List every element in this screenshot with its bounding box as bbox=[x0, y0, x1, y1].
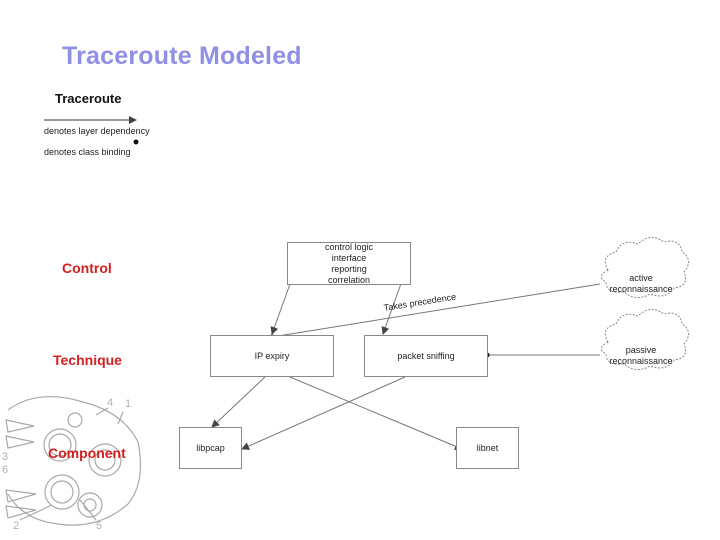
libnet-label: libnet bbox=[476, 442, 499, 453]
legend-binding-dot bbox=[133, 139, 139, 145]
ip-expiry-label: IP expiry bbox=[254, 350, 290, 361]
libnet-box: libnet bbox=[456, 427, 519, 469]
edge-packet-sniffing-to-libpcap bbox=[241, 376, 406, 450]
legend-title: Traceroute bbox=[55, 91, 122, 106]
active-line-2: reconnaissance bbox=[609, 284, 673, 294]
legend-binding-label: denotes class binding bbox=[44, 147, 131, 157]
layer-label-control: Control bbox=[62, 260, 112, 276]
edge-control-to-ip-expiry bbox=[270, 283, 291, 335]
gear-number-2: 2 bbox=[13, 520, 20, 532]
active-reconnaissance-label: active reconnaissance bbox=[601, 273, 681, 295]
packet-sniffing-box: packet sniffing bbox=[364, 335, 488, 377]
control-line-1: control logic bbox=[324, 241, 374, 252]
cloud-active bbox=[601, 237, 689, 298]
layer-label-technique: Technique bbox=[53, 352, 122, 368]
legend-dependency-label: denotes layer dependency bbox=[44, 126, 150, 136]
edge-active-to-ip-expiry bbox=[271, 283, 601, 338]
control-logic-box: control logic interface reporting correl… bbox=[287, 242, 411, 285]
active-line-1: active bbox=[629, 273, 653, 283]
ip-expiry-box: IP expiry bbox=[210, 335, 334, 377]
passive-line-1: passive bbox=[625, 345, 657, 355]
passive-line-2: reconnaissance bbox=[609, 356, 673, 366]
gear-illustration bbox=[5, 395, 142, 526]
gear-number-3: 3 bbox=[2, 451, 9, 463]
page-title: Traceroute Modeled bbox=[62, 42, 302, 70]
layer-label-component: Component bbox=[48, 445, 126, 461]
gear-number-4: 4 bbox=[107, 397, 114, 409]
passive-reconnaissance-label: passive reconnaissance bbox=[601, 345, 681, 367]
gear-number-6: 6 bbox=[2, 464, 9, 476]
gear-number-5: 5 bbox=[96, 520, 103, 532]
control-line-4: correlation bbox=[327, 274, 371, 285]
control-line-2: interface bbox=[331, 252, 367, 263]
packet-sniffing-label: packet sniffing bbox=[397, 350, 455, 361]
edge-ip-expiry-to-libnet bbox=[289, 376, 463, 450]
libpcap-box: libpcap bbox=[179, 427, 242, 469]
libpcap-label: libpcap bbox=[196, 442, 225, 453]
cloud-passive bbox=[601, 309, 689, 370]
control-line-3: reporting bbox=[331, 263, 367, 274]
gear-number-1: 1 bbox=[125, 398, 132, 410]
edge-ip-expiry-to-libpcap bbox=[211, 376, 266, 428]
